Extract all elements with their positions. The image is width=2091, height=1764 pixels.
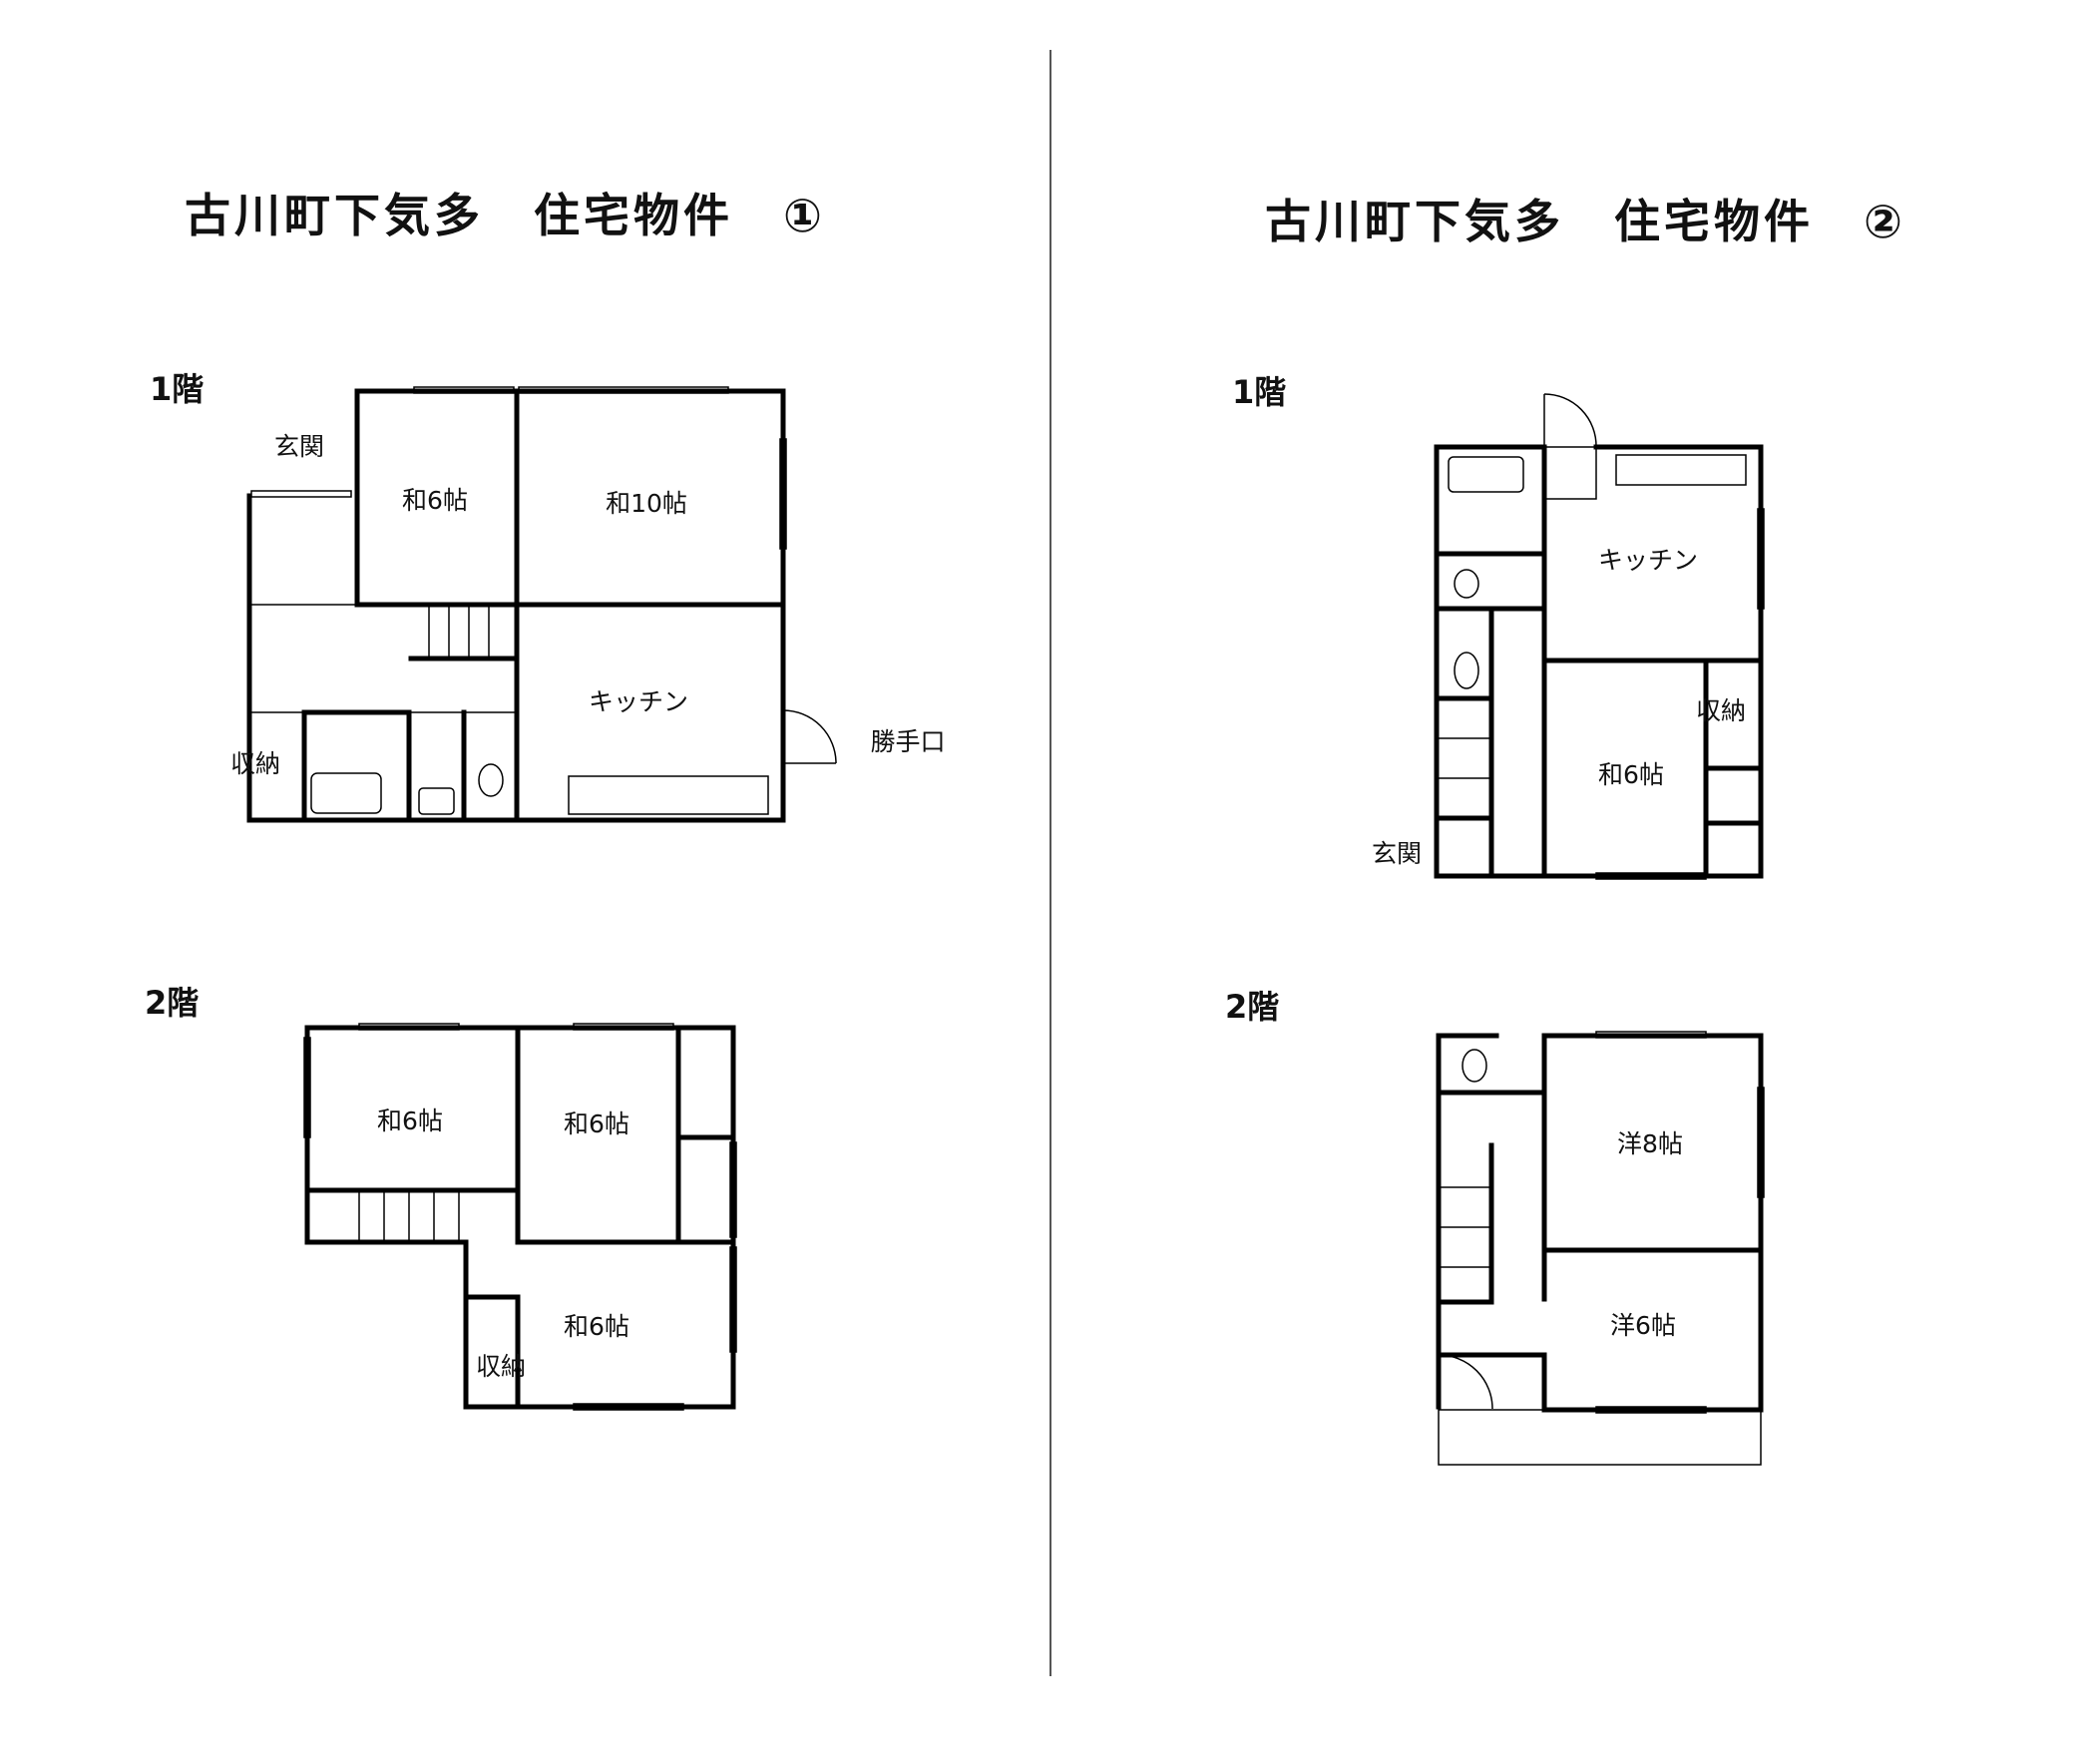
room-label: キッチン bbox=[588, 687, 689, 716]
listing-2-floor-2-label: 2階 bbox=[1225, 988, 1280, 1026]
listing-1-title: 古川町下気多 住宅物件 ① bbox=[185, 189, 826, 242]
room-label: 和10帖 bbox=[606, 489, 687, 518]
room-label: キッチン bbox=[1597, 546, 1699, 575]
room-label: 収納 bbox=[1695, 696, 1747, 725]
listing-2-title: 古川町下気多 住宅物件 ② bbox=[1265, 195, 1906, 248]
listing-2-floor-1-label: 1階 bbox=[1232, 373, 1287, 411]
listing-1-floor-1-label: 1階 bbox=[150, 370, 205, 408]
room-label: 収納 bbox=[475, 1352, 527, 1381]
room-label: 和6帖 bbox=[402, 486, 468, 515]
room-label: 収納 bbox=[229, 749, 281, 778]
room-label: 和6帖 bbox=[377, 1106, 443, 1135]
room-label: 洋6帖 bbox=[1610, 1311, 1676, 1340]
room-label: 洋8帖 bbox=[1617, 1129, 1683, 1158]
center-divider bbox=[1049, 50, 1051, 1676]
room-label: 玄関 bbox=[273, 432, 325, 461]
listing-1-floor-2-label: 2階 bbox=[145, 984, 200, 1022]
room-label: 和6帖 bbox=[564, 1312, 629, 1341]
room-label: 勝手口 bbox=[870, 727, 946, 756]
room-label: 和6帖 bbox=[564, 1109, 629, 1138]
room-label: 玄関 bbox=[1371, 839, 1423, 868]
room-label: 和6帖 bbox=[1598, 760, 1664, 789]
